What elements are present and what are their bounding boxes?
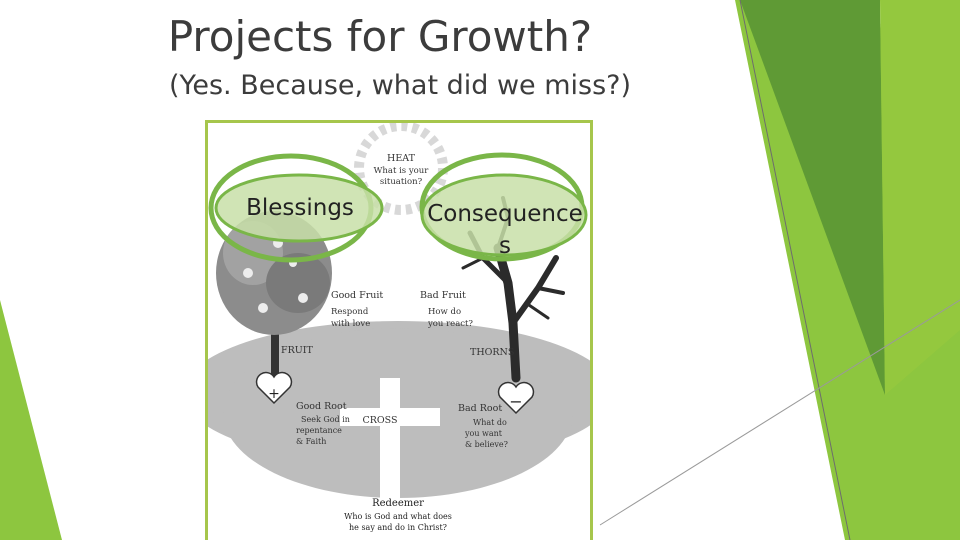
slide-subtitle: (Yes. Because, what did we miss?)	[168, 70, 632, 101]
bad-heart-icon	[497, 381, 535, 415]
good-fruit-line-2: with love	[331, 319, 370, 329]
bad-root-line-3: & believe?	[465, 440, 508, 449]
good-root-title: Good Root	[296, 401, 347, 412]
consequences-label-line-2: s	[499, 233, 511, 259]
left-green-wedge	[0, 300, 62, 540]
heat-line-2: situation?	[380, 177, 423, 187]
redeemer-title: Redeemer	[372, 498, 424, 509]
slide-title: Projects for Growth?	[167, 12, 593, 61]
tree-diagram: HEAT What is your situation? CROSS +	[208, 123, 590, 532]
bad-root-title: Bad Root	[458, 403, 502, 414]
heat-line-1: What is your	[374, 166, 430, 176]
accent-line-2	[599, 299, 960, 526]
redeemer-line-1: Who is God and what does	[344, 512, 452, 521]
good-root-line-2: repentance	[296, 426, 342, 435]
cross-label: CROSS	[362, 415, 397, 426]
right-dark-wedge	[740, 0, 885, 395]
bad-fruit-line-2: you react?	[427, 319, 473, 329]
thorns-label: THORNS	[470, 347, 514, 358]
redeemer-line-2: he say and do in Christ?	[349, 523, 447, 532]
cross-icon	[340, 378, 440, 508]
fruit-label: FRUIT	[281, 345, 314, 356]
accent-line	[739, 0, 851, 540]
good-root-line-1: Seek God in	[301, 415, 350, 424]
heat-title: HEAT	[387, 153, 416, 164]
good-fruit-title: Good Fruit	[331, 290, 383, 301]
bad-root-line-1: What do	[473, 418, 507, 427]
blessings-label: Blessings	[246, 195, 354, 221]
consequences-label-line-1: Consequence	[427, 201, 583, 227]
good-root-line-3: & Faith	[296, 437, 326, 446]
bad-fruit-title: Bad Fruit	[420, 290, 466, 301]
minus-sign: −	[509, 392, 522, 411]
right-bright-wedge	[880, 0, 960, 395]
diagram-frame: HEAT What is your situation? CROSS +	[205, 120, 593, 540]
bad-root-line-2: you want	[464, 429, 503, 438]
bad-fruit-line-1: How do	[428, 307, 461, 317]
plus-sign: +	[268, 386, 280, 402]
good-heart-icon	[255, 371, 293, 405]
good-fruit-line-1: Respond	[331, 307, 369, 317]
